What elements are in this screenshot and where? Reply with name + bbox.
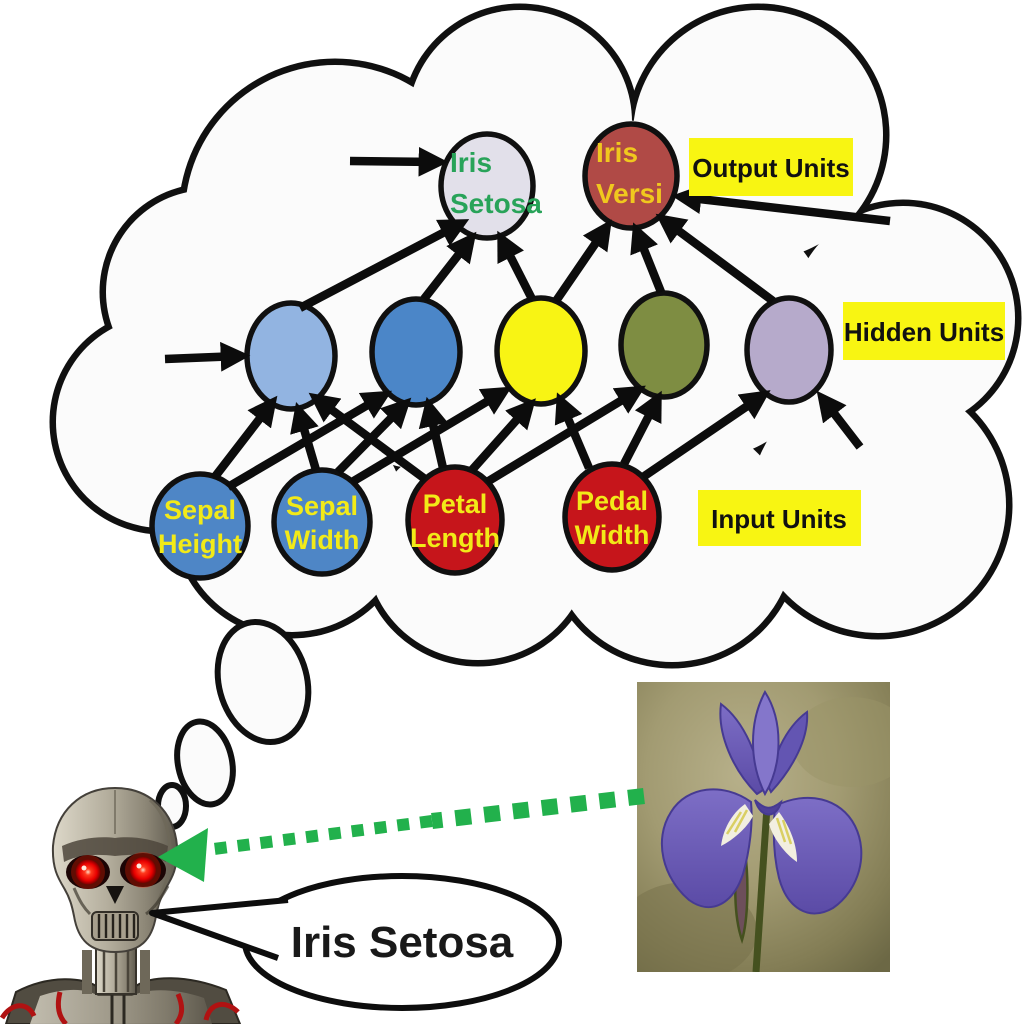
green-dashed-arrow (158, 788, 645, 882)
node-iris-setosa (438, 131, 536, 241)
iris-versi-line1: Iris (596, 137, 638, 168)
external-arrow-h5 (816, 390, 864, 450)
iris-setosa-line1: Iris (450, 147, 492, 178)
robot-red-cables (0, 991, 240, 1024)
output-units-label: Output Units (692, 153, 849, 183)
petal-length-line2: Length (410, 523, 500, 553)
edge-h3-setosa (497, 230, 536, 301)
edge-i1-h1 (210, 395, 278, 481)
edge-h2-setosa (420, 231, 477, 302)
iris-flower-photo (617, 682, 912, 982)
trail-bubble-large (214, 618, 312, 746)
robot-mouth (91, 911, 139, 941)
petal-length-line1: Petal (423, 489, 488, 519)
layer-labels: Output Units Hidden Units Input Units (689, 138, 1005, 546)
node-petal-length (405, 464, 505, 576)
speech-bubble-tail (149, 897, 289, 961)
edge-h3-versi (552, 219, 612, 304)
edge-i2-h3 (349, 386, 512, 486)
hidden-units-label: Hidden Units (844, 317, 1004, 347)
terminator-skull-art (0, 786, 242, 1024)
external-arrow-setosa (349, 146, 449, 177)
network-edges (164, 146, 891, 491)
external-arrow-h1 (164, 341, 251, 372)
iris-versi-line2: Versi (596, 178, 663, 209)
robot-brow (62, 837, 168, 862)
external-arrow-versi (671, 184, 891, 226)
green-arrowhead (158, 828, 208, 882)
robot-eye-left (75, 859, 101, 885)
flower-beards (721, 804, 797, 862)
node-hidden-3 (494, 295, 588, 407)
node-hidden-5 (744, 295, 834, 405)
node-sepal-width (271, 467, 373, 577)
edge-h5-versi (655, 213, 776, 305)
edge-i3-h4 (484, 385, 646, 486)
speech-bubble-text: Iris Setosa (291, 918, 514, 967)
input-units-label: Input Units (711, 504, 847, 534)
robot-skull-photo (0, 782, 250, 1024)
iris-setosa-line2: Setosa (450, 188, 542, 219)
robot-nose (106, 886, 124, 904)
edge-i3-h1 (308, 392, 428, 483)
iris-flower-art (617, 682, 912, 982)
edge-h4-versi (630, 222, 665, 294)
node-hidden-2 (369, 296, 463, 408)
edge-i4-h4 (620, 390, 662, 466)
node-pedal-width (562, 461, 662, 573)
robot-eye-right (130, 857, 156, 883)
hidden-units-label-box (843, 302, 1005, 360)
edge-i3-h3 (468, 398, 536, 473)
network-nodes (149, 121, 834, 581)
speech-bubble: Iris Setosa (149, 873, 562, 1011)
edge-i4-h3 (554, 392, 593, 470)
output-units-label-box (689, 138, 853, 196)
flower-petals (660, 690, 863, 915)
sepal-width-line2: Width (285, 525, 360, 555)
node-sepal-height (149, 471, 251, 581)
sepal-height-line1: Sepal (164, 495, 236, 525)
edge-i2-h1 (290, 402, 321, 472)
node-labels: Iris Setosa Iris Versi Sepal Height Sepa… (158, 137, 663, 559)
node-hidden-4 (618, 290, 710, 400)
trail-bubble-medium (174, 718, 236, 808)
sepal-height-line2: Height (158, 529, 242, 559)
edge-h1-setosa (298, 219, 470, 312)
pedal-width-line2: Width (575, 520, 650, 550)
edge-i4-h5 (640, 390, 771, 481)
thought-bubble-trail (155, 618, 312, 830)
input-units-label-box (698, 490, 861, 546)
pedal-width-line1: Pedal (576, 486, 648, 516)
flower-stem (752, 806, 771, 973)
edge-i3-h2 (418, 396, 448, 469)
sepal-width-line1: Sepal (286, 491, 358, 521)
robot-eyes (66, 852, 166, 889)
